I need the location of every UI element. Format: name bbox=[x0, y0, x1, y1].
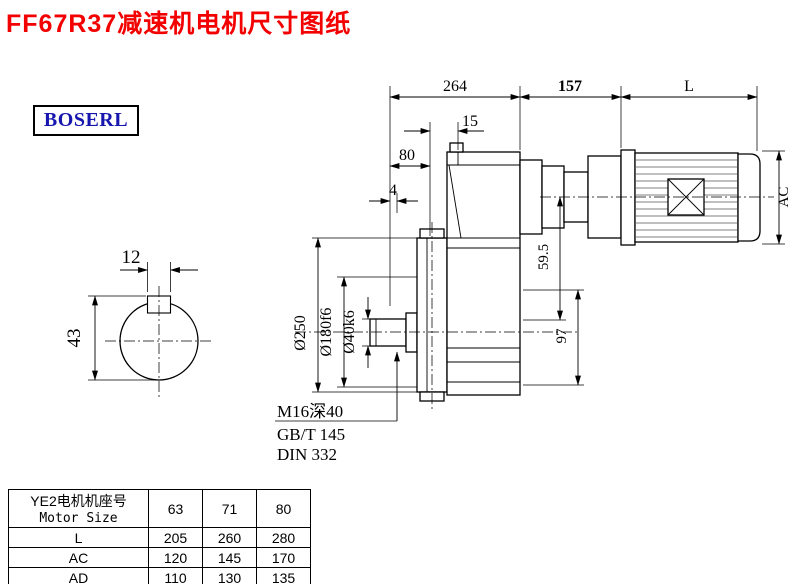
value-L-71: 260 bbox=[202, 527, 257, 548]
motor-size-table: YE2电机机座号 Motor Size 63 71 80 L 205 260 2… bbox=[8, 489, 311, 584]
table-row: L 205 260 280 bbox=[8, 527, 311, 548]
motor-flange bbox=[620, 149, 636, 246]
note-tapped-hole: M16深40 bbox=[277, 402, 343, 421]
dim-spigot-diameter: Ø180f6 bbox=[318, 308, 335, 357]
frame-size-71: 71 bbox=[202, 489, 257, 528]
table-header-motor-size: YE2电机机座号 Motor Size bbox=[8, 489, 149, 528]
value-AD-63: 110 bbox=[148, 567, 203, 584]
dim-AC: AC bbox=[776, 187, 792, 208]
extension-lines bbox=[88, 86, 785, 393]
dim-shaft-diameter: Ø40k6 bbox=[341, 310, 358, 354]
value-AC-80: 170 bbox=[256, 547, 311, 568]
dim-overall-length: 264 bbox=[443, 78, 467, 95]
dim-97: 97 bbox=[554, 328, 570, 344]
adapter-housing bbox=[519, 159, 543, 235]
dim-15: 15 bbox=[462, 113, 478, 130]
dim-flange-diameter: Ø250 bbox=[292, 315, 309, 351]
output-shaft bbox=[369, 318, 407, 347]
dim-80: 80 bbox=[399, 147, 415, 164]
dim-keyway-width: 12 bbox=[122, 247, 141, 268]
row-label-L: L bbox=[8, 527, 149, 548]
row-label-AD: AD bbox=[8, 567, 149, 584]
lifting-eye bbox=[449, 142, 464, 153]
note-standard-din: DIN 332 bbox=[277, 445, 337, 464]
brand-logo: BOSERL bbox=[33, 105, 139, 136]
table-row: AD 110 130 135 bbox=[8, 567, 311, 584]
table-row: AC 120 145 170 bbox=[8, 547, 311, 568]
motor-side-view bbox=[620, 149, 761, 246]
gearbox-side-view bbox=[369, 142, 622, 402]
dim-59-5: 59.5 bbox=[536, 244, 552, 270]
frame-size-80: 80 bbox=[256, 489, 311, 528]
value-AD-80: 135 bbox=[256, 567, 311, 584]
table-header-row: YE2电机机座号 Motor Size 63 71 80 bbox=[8, 489, 311, 528]
dim-motor-length-L: L bbox=[684, 78, 694, 95]
dimension-lines bbox=[92, 94, 782, 422]
dim-adapter-length: 157 bbox=[558, 78, 582, 95]
fan-cover bbox=[737, 153, 761, 242]
table-header-en: Motor Size bbox=[39, 511, 118, 526]
page-title: FF67R37减速机电机尺寸图纸 bbox=[6, 10, 352, 38]
value-AC-63: 120 bbox=[148, 547, 203, 568]
gear-housing bbox=[446, 151, 521, 396]
row-label-AC: AC bbox=[8, 547, 149, 568]
shaft-collar bbox=[405, 312, 418, 353]
dim-keyway-height: 43 bbox=[64, 329, 85, 348]
frame-size-63: 63 bbox=[148, 489, 203, 528]
value-AD-71: 130 bbox=[202, 567, 257, 584]
note-standard-gbt: GB/T 145 bbox=[277, 425, 345, 444]
value-L-63: 205 bbox=[148, 527, 203, 548]
dim-4: 4 bbox=[389, 182, 397, 199]
value-AC-71: 145 bbox=[202, 547, 257, 568]
value-L-80: 280 bbox=[256, 527, 311, 548]
table-header-cn: YE2电机机座号 bbox=[30, 493, 127, 509]
